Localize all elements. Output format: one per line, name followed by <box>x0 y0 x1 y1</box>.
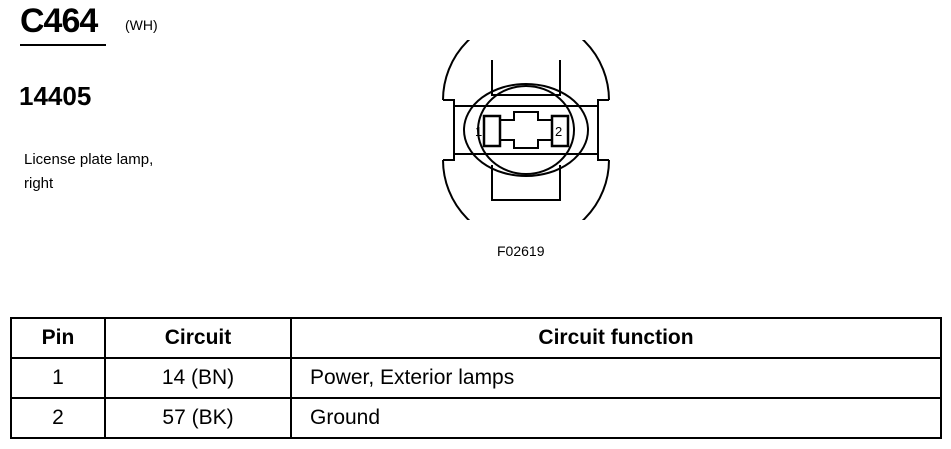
pin-table: Pin Circuit Circuit function 1 14 (BN) P… <box>10 317 942 439</box>
connector-id: C464 <box>20 2 98 40</box>
pin-1-label: 1 <box>475 124 482 139</box>
function-cell: Ground <box>290 397 942 439</box>
connector-face-diagram: 1 2 <box>442 40 610 220</box>
pin-2-label: 2 <box>555 124 562 139</box>
circuit-cell: 57 (BK) <box>104 397 292 439</box>
header-pin: Pin <box>10 317 106 359</box>
housing-left-tab <box>443 99 455 161</box>
pin-cell: 2 <box>10 397 106 439</box>
housing-outer-arc-top <box>442 40 610 101</box>
housing-inner-frame <box>491 60 561 201</box>
description-line-1: License plate lamp, <box>24 151 154 168</box>
pin-cell: 1 <box>10 357 106 399</box>
connector-body-outer <box>463 83 589 177</box>
table-row: 1 14 (BN) Power, Exterior lamps <box>10 357 942 399</box>
header-circuit: Circuit <box>104 317 292 359</box>
housing-outer-arc-bottom <box>442 159 610 220</box>
circuit-cell: 14 (BN) <box>104 357 292 399</box>
table-row: 2 57 (BK) Ground <box>10 397 942 439</box>
title-underline <box>20 44 106 46</box>
pin-2-terminal <box>550 114 570 148</box>
housing-right-tab <box>597 99 609 161</box>
function-cell: Power, Exterior lamps <box>290 357 942 399</box>
pin-1-terminal <box>482 114 502 148</box>
figure-id: F02619 <box>497 243 545 259</box>
connector-body-inner <box>477 85 575 175</box>
header-circuit-function: Circuit function <box>290 317 942 359</box>
part-number: 14405 <box>19 81 92 111</box>
center-key-slot <box>499 111 553 149</box>
table-header-row: Pin Circuit Circuit function <box>10 317 942 359</box>
description-line-2: right <box>24 175 54 192</box>
connector-color-code: (WH) <box>125 17 158 33</box>
